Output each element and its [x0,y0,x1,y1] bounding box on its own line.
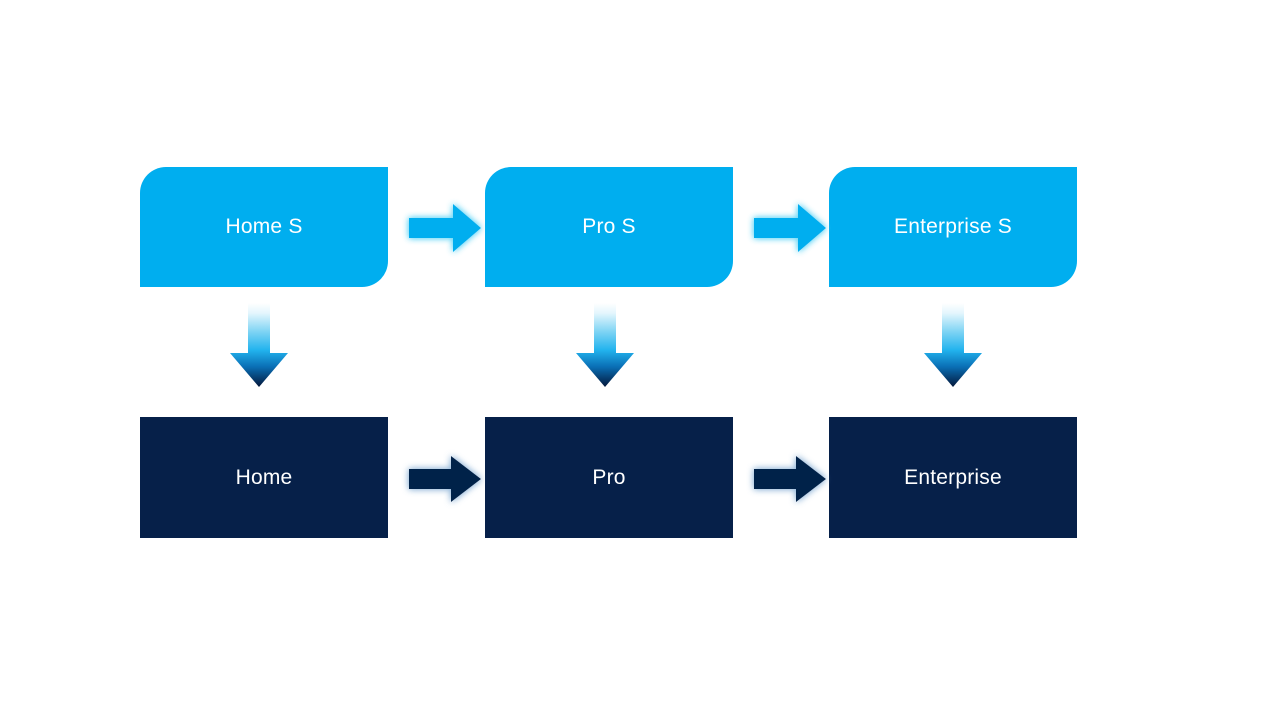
arrow-pro-s-to-pro [572,303,638,389]
node-home-label: Home [235,465,293,489]
node-pro-s-label: Pro S [582,215,636,239]
arrow-home-to-pro [403,450,485,508]
node-enterprise-s-label: Enterprise S [894,215,1012,239]
arrow-pro-to-enterprise [748,450,830,508]
arrow-home-s-to-home [226,303,292,389]
arrow-enterprise-s-to-enterprise-shape [924,303,982,387]
node-pro-label: Pro [592,465,626,489]
node-enterprise[interactable]: Enterprise [829,417,1077,538]
arrow-enterprise-s-to-enterprise [920,303,986,389]
arrow-home-s-to-pro-s [405,198,485,258]
node-home-s[interactable]: Home S [140,167,388,287]
arrow-pro-s-to-enterprise-s-shape [754,204,826,252]
arrow-pro-s-to-enterprise-s [750,198,830,258]
arrow-home-s-to-home-shape [230,303,288,387]
node-enterprise-label: Enterprise [904,465,1002,489]
node-pro-s[interactable]: Pro S [485,167,733,287]
node-pro[interactable]: Pro [485,417,733,538]
arrow-pro-to-enterprise-shape [754,456,826,502]
arrow-home-to-pro-shape [409,456,481,502]
arrow-pro-s-to-pro-shape [576,303,634,387]
node-home[interactable]: Home [140,417,388,538]
node-enterprise-s[interactable]: Enterprise S [829,167,1077,287]
arrow-home-s-to-pro-s-shape [409,204,481,252]
node-home-s-label: Home S [225,215,303,239]
